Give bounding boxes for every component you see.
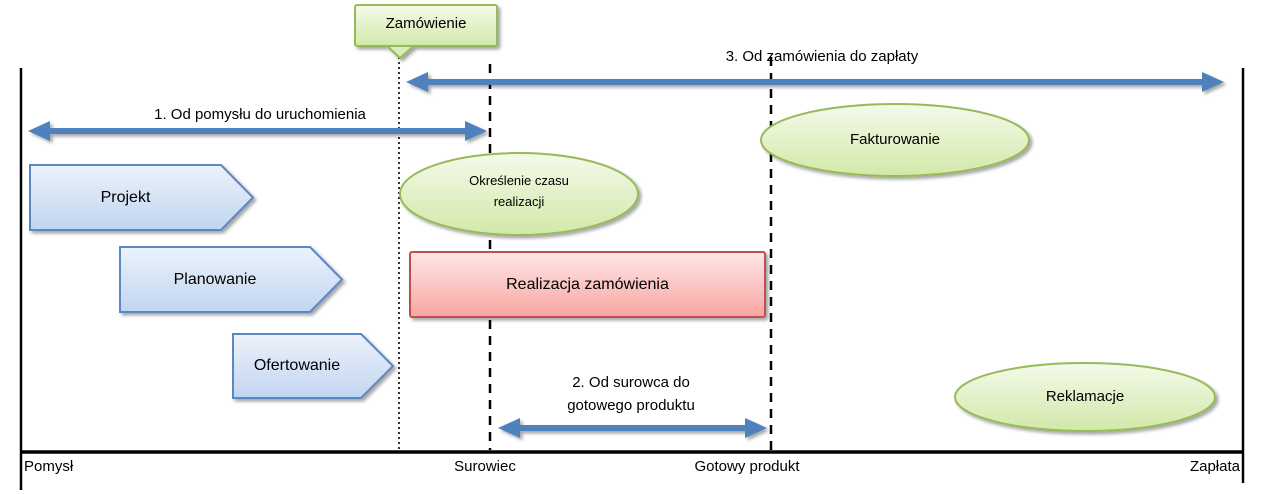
process-box-label: Realizacja zamówienia <box>506 275 669 293</box>
ellipse-reklamacje-label: Reklamacje <box>1045 388 1125 405</box>
chevron-planowanie-label: Planowanie <box>173 270 257 288</box>
chevron-projekt-label: Projekt <box>100 188 151 206</box>
ellipse-fakturowanie-label: Fakturowanie <box>849 131 941 148</box>
chevron-planowanie <box>119 246 344 313</box>
arrow-order-to-payment-label: 3. Od zamówienia do zapłaty <box>725 48 919 65</box>
chevron-projekt <box>29 164 255 231</box>
ellipse-fakturowanie <box>760 103 1030 177</box>
ellipse-okreslenie-label: Określenie czasu realizacji <box>469 173 569 209</box>
arrow-idea-to-launch <box>28 121 487 141</box>
axis-label-pomysl: Pomysł <box>24 458 74 475</box>
callout-label: Zamówienie <box>385 15 467 32</box>
ellipse-okreslenie-czasu <box>399 152 639 236</box>
axis-label-gotowy-produkt: Gotowy produkt <box>694 458 800 475</box>
axis-label-zaplata: Zapłata <box>1189 458 1240 475</box>
arrow-raw-to-product-label: 2. Od surowca do gotowego produktu <box>567 374 695 414</box>
arrow-idea-to-launch-label: 1. Od pomysłu do uruchomienia <box>154 106 366 123</box>
axis-label-surowiec: Surowiec <box>454 458 516 475</box>
arrow-raw-to-product <box>498 418 767 438</box>
arrow-order-to-payment <box>406 72 1224 92</box>
process-box-realizacja <box>409 251 766 318</box>
chevron-ofertowanie <box>232 333 395 399</box>
chevron-ofertowanie-label: Ofertowanie <box>253 357 341 374</box>
callout-zamowienie <box>354 4 498 60</box>
ellipse-reklamacje <box>954 362 1216 432</box>
